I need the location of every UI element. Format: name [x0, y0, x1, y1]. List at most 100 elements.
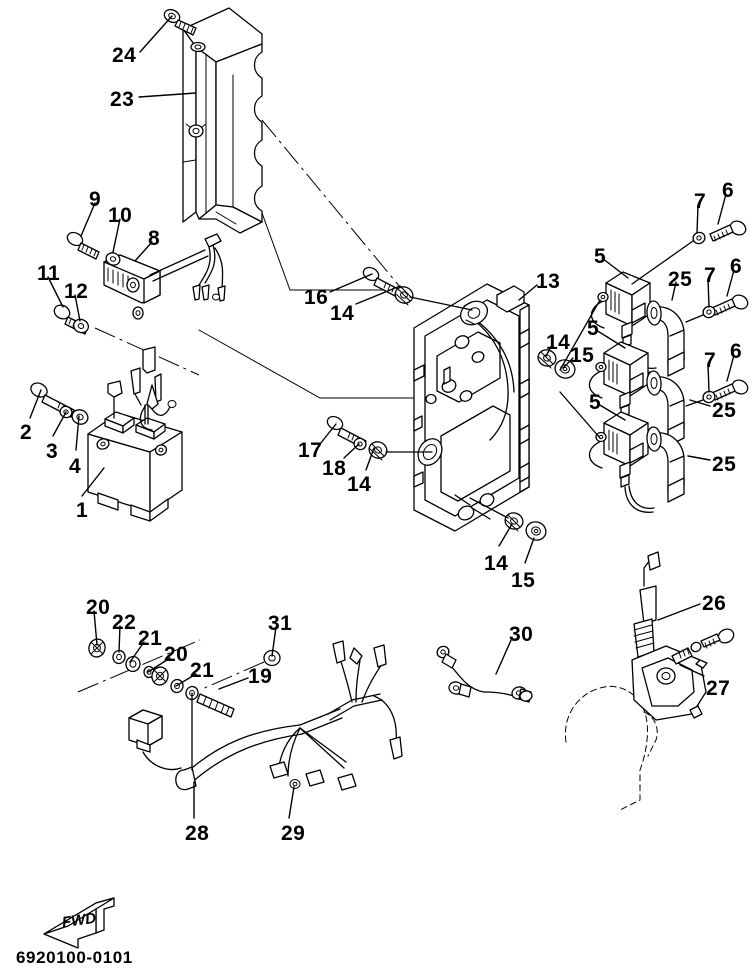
part-6-bolt-3: [711, 379, 749, 401]
leader-line-19: [218, 677, 249, 690]
callout-number-23: 23: [110, 88, 135, 111]
part-7-washer-3: [702, 390, 716, 404]
callout-number-25: 25: [712, 453, 737, 476]
callout-number-31: 31: [268, 612, 293, 635]
callout-number-6: 6: [722, 179, 735, 202]
callout-number-18: 18: [322, 457, 347, 480]
part-9-bolt: [66, 231, 100, 260]
callout-number-17: 17: [298, 439, 323, 462]
part-12-washer: [72, 318, 90, 334]
part-4-grommet: [71, 409, 89, 425]
leader-line-25: [687, 455, 711, 461]
callout-number-9: 9: [89, 188, 102, 211]
callout-number-13: 13: [536, 270, 561, 293]
leader-line-10: [112, 218, 121, 253]
part-14-grommet-b: [537, 349, 557, 369]
leader-line-7: [707, 278, 710, 308]
callout-number-11: 11: [37, 262, 61, 285]
callout-number-7: 7: [694, 190, 707, 213]
leader-line-16: [329, 273, 373, 293]
callout-number-1: 1: [76, 499, 89, 522]
leader-line-14: [545, 344, 553, 357]
leader-line-5: [597, 403, 626, 421]
callout-number-7: 7: [704, 264, 717, 287]
part-25-plug-cap-1: [646, 300, 685, 377]
leader-line-6: [726, 269, 735, 297]
part-14-grommet-d: [504, 512, 524, 532]
part-14-grommet-c: [368, 441, 388, 461]
leader-line-6: [726, 354, 735, 382]
part-30-wire-lead: [436, 645, 533, 703]
callout-number-30: 30: [509, 623, 534, 646]
part-5-ignition-coil-3: [588, 411, 655, 513]
leader-line-22: [118, 625, 121, 653]
callout-number-27: 27: [706, 677, 731, 700]
callout-number-5: 5: [594, 245, 607, 268]
part-1-cdi-unit: [87, 346, 183, 522]
part-28-wire-harness: [128, 640, 403, 791]
leader-line-21: [175, 673, 197, 687]
part-22-washer: [112, 649, 126, 665]
leader-line-5: [595, 329, 626, 349]
callout-number-12: 12: [64, 280, 89, 303]
leader-line-20: [93, 610, 98, 646]
leader-line-6: [717, 193, 727, 225]
leader-line-15: [562, 357, 574, 369]
part-16-bolt: [362, 266, 401, 298]
leader-line-29: [288, 786, 295, 819]
leader-line-26: [657, 603, 701, 621]
callout-number-4: 4: [69, 455, 82, 478]
leader-line-11: [47, 276, 64, 308]
callout-number-15: 15: [511, 569, 536, 592]
part-15-collar-b: [525, 521, 547, 541]
part-21-washer-a: [125, 655, 141, 673]
callout-number-6: 6: [730, 255, 743, 278]
callout-number-14: 14: [484, 552, 509, 575]
leader-line-20: [147, 657, 171, 673]
part-5-ignition-coil-1: [590, 271, 657, 373]
callout-number-24: 24: [112, 44, 137, 67]
part-14-grommet-a: [394, 285, 414, 306]
callout-number-29: 29: [281, 822, 306, 845]
leader-line-7: [707, 363, 710, 393]
leader-line-14: [365, 447, 375, 471]
callout-number-19: 19: [248, 665, 273, 688]
callout-number-3: 3: [46, 440, 59, 463]
part-27-sensor-bracket: [631, 628, 735, 721]
engine-block-outline: [564, 686, 658, 811]
leader-line-15: [524, 537, 535, 564]
leader-line-25: [671, 281, 677, 301]
leader-line-5: [601, 257, 629, 279]
callout-number-5: 5: [587, 317, 600, 340]
leader-line-9: [80, 202, 96, 237]
leader-line-17: [319, 423, 337, 445]
leader-line-18: [343, 443, 360, 459]
leader-line-27: [679, 664, 705, 677]
callout-number-7: 7: [704, 349, 717, 372]
part-6-bolt-2: [711, 294, 749, 316]
part-7-washer-1: [692, 231, 706, 245]
part-20-nut-a: [88, 638, 106, 658]
callout-number-14: 14: [330, 302, 355, 325]
callout-leader-lines: [29, 15, 735, 819]
callout-number-5: 5: [589, 391, 602, 414]
callout-number-8: 8: [148, 227, 161, 250]
part-25-plug-cap-3: [646, 426, 685, 503]
part-8-rectifier-regulator: [103, 233, 226, 320]
leader-line-23: [138, 92, 197, 98]
leader-line-3: [52, 411, 67, 437]
leader-line-1: [81, 467, 105, 497]
part-10-washer: [105, 252, 121, 266]
part-19-stud: [196, 693, 235, 718]
part-13-bracket: [413, 283, 530, 532]
callout-number-22: 22: [112, 611, 137, 634]
diagram-part-number: 6920100-0101: [16, 948, 133, 967]
callout-number-28: 28: [185, 822, 210, 845]
leader-line-31: [271, 626, 277, 657]
leader-line-24: [139, 15, 173, 53]
part-20-nut-b: [151, 666, 169, 686]
callout-number-21: 21: [138, 627, 163, 650]
callout-number-26: 26: [702, 592, 727, 615]
